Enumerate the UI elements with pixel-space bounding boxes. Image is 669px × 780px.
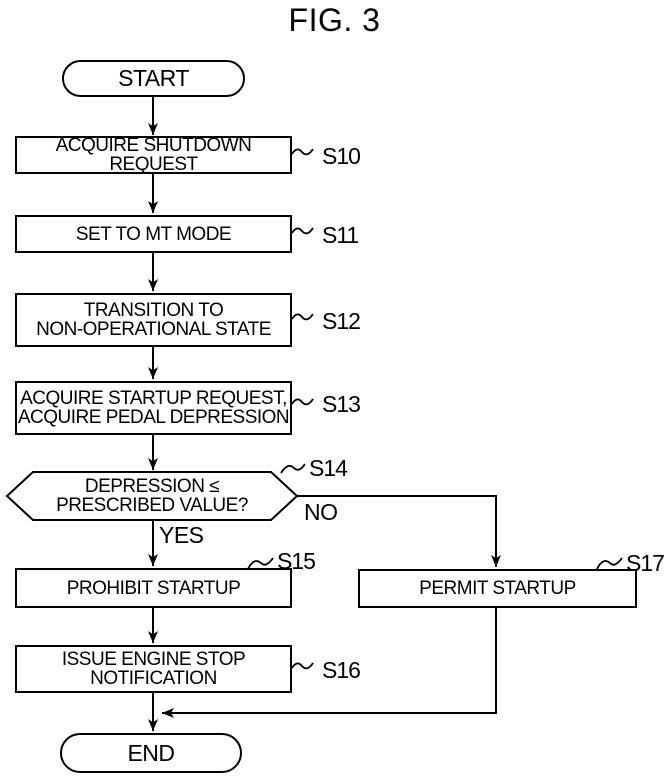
process-label-s13: ACQUIRE STARTUP REQUEST, ACQUIRE PEDAL D… [17, 388, 290, 428]
step-ref-s16: S16 [322, 657, 361, 683]
end-label: END [127, 739, 175, 766]
process-box-s16: ISSUE ENGINE STOP NOTIFICATION [15, 645, 292, 693]
ref-squiggle-s17 [596, 557, 623, 570]
process-box-s10: ACQUIRE SHUTDOWN REQUEST [15, 136, 292, 174]
process-label-s12: TRANSITION TO NON-OPERATIONAL STATE [36, 300, 271, 340]
ref-squiggle-s13 [291, 398, 314, 406]
process-box-s13: ACQUIRE STARTUP REQUEST, ACQUIRE PEDAL D… [15, 381, 292, 435]
step-ref-s17: S17 [626, 550, 665, 576]
process-label-s10: ACQUIRE SHUTDOWN REQUEST [55, 135, 252, 175]
ref-squiggle-s12 [291, 313, 314, 321]
ref-squiggle-s14 [280, 463, 306, 474]
start-terminator: START [62, 60, 245, 97]
process-label-s11: SET TO MT MODE [75, 223, 232, 245]
process-box-s17: PERMIT STARTUP [358, 569, 637, 608]
process-box-s12: TRANSITION TO NON-OPERATIONAL STATE [15, 293, 292, 347]
step-ref-s12: S12 [322, 308, 361, 334]
process-label-s16: ISSUE ENGINE STOP NOTIFICATION [61, 649, 246, 689]
ref-squiggle-s16 [291, 662, 314, 670]
step-ref-s13: S13 [322, 391, 361, 417]
step-ref-s11: S11 [322, 222, 359, 248]
process-box-s15: PROHIBIT STARTUP [15, 568, 292, 608]
process-box-s11: SET TO MT MODE [15, 215, 292, 253]
step-ref-s14: S14 [309, 455, 348, 481]
process-label-s17: PERMIT STARTUP [419, 578, 576, 599]
end-terminator: END [60, 733, 242, 773]
start-label: START [118, 65, 189, 91]
ref-squiggle-s10 [291, 148, 314, 156]
figure-title: FIG. 3 [288, 2, 381, 38]
step-ref-s15: S15 [277, 548, 316, 574]
branch-label-no: NO [304, 499, 338, 525]
ref-squiggle-s11 [291, 227, 314, 235]
decision-label-s14: DEPRESSION ≤ PRESCRIBED VALUE? [56, 476, 248, 516]
arrow-s17-merge [162, 608, 497, 718]
ref-squiggle-s15 [247, 557, 274, 570]
process-label-s15: PROHIBIT STARTUP [66, 577, 241, 599]
arrow-no-s14-to-s17 [297, 495, 501, 567]
step-ref-s10: S10 [322, 143, 361, 169]
branch-label-yes: YES [159, 522, 204, 548]
